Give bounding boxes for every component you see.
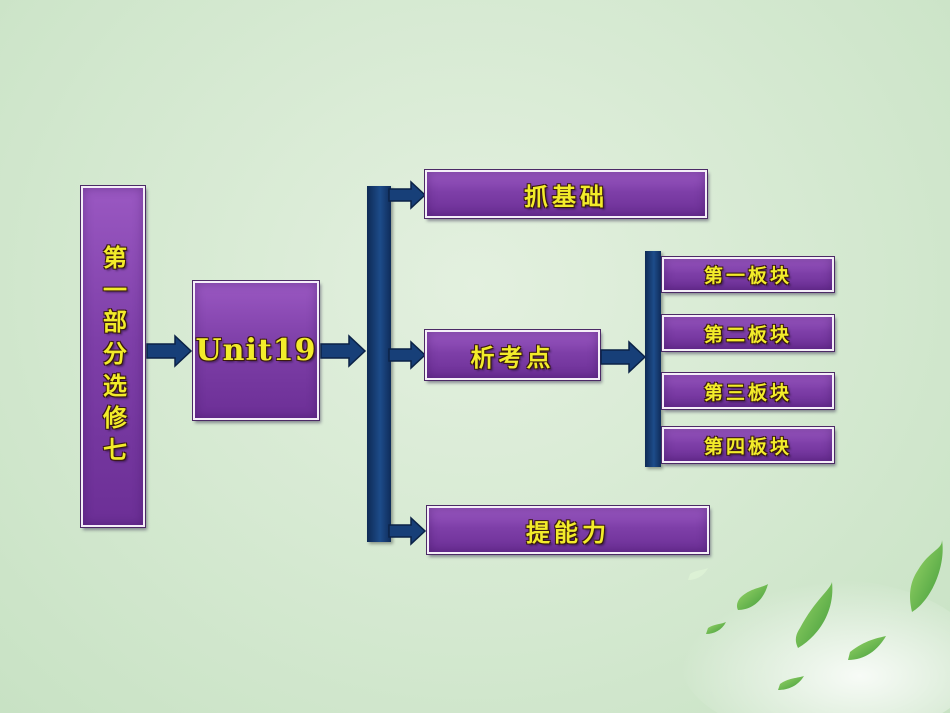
unit-node: Unit19 [192,280,320,421]
sub-node-1-label: 第一板块 [703,265,792,287]
sub-node-1: 第一板块 [661,256,835,293]
branch-node-3-label: 提能力 [526,517,610,547]
main-connector-bar [367,186,391,542]
root-node-label: 第一部分选修七 [98,244,128,469]
arrow-to-branch-3 [388,516,427,546]
unit-node-label: Unit19 [195,333,317,368]
branch-node-2: 析考点 [424,329,601,381]
arrow-root-to-unit [146,334,193,368]
root-node: 第一部分选修七 [80,185,146,528]
sub-connector-bar [645,251,661,467]
branch-node-1: 抓基础 [424,169,708,219]
decorative-leaves-icon [680,540,950,713]
sub-node-4: 第四板块 [661,426,835,464]
sub-node-3: 第三板块 [661,372,835,410]
branch-node-2-label: 析考点 [470,342,555,372]
arrow-unit-to-bar [320,334,367,368]
sub-node-4-label: 第四板块 [703,435,792,458]
arrow-to-branch-2 [388,340,427,370]
branch-node-3: 提能力 [426,505,710,555]
sub-node-3-label: 第三板块 [703,381,792,404]
branch-node-1-label: 抓基础 [524,181,608,211]
sub-node-2-label: 第二板块 [703,323,792,346]
arrow-to-sub-bar [600,340,647,374]
sub-node-2: 第二板块 [661,314,835,352]
arrow-to-branch-1 [388,180,427,210]
